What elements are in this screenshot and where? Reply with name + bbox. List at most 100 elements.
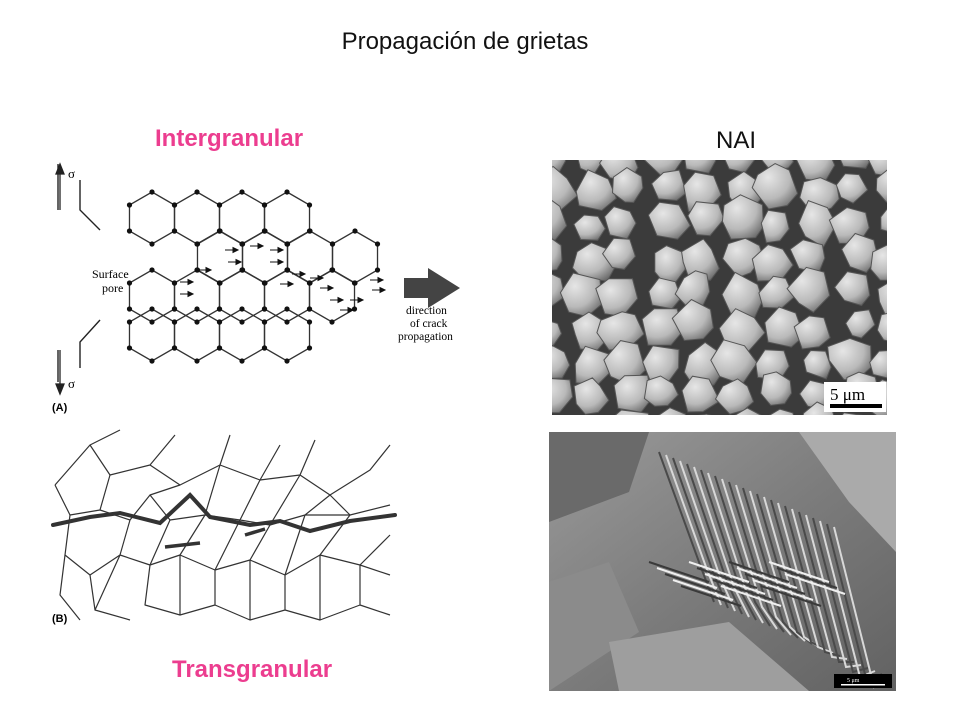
hex-grain (263, 308, 311, 362)
hex-grain (128, 269, 176, 323)
hexagon-grain-network (128, 191, 379, 362)
grain-facet (867, 160, 887, 177)
junction-node (126, 306, 133, 312)
junction-node (216, 280, 223, 286)
cleavage-river-line (664, 573, 726, 595)
surface-pore-label-1: Surface (92, 267, 129, 281)
junction-node (149, 358, 155, 364)
junction-node (261, 202, 268, 208)
junction-node (239, 319, 245, 325)
scale-bar-label-top: 5 μm (830, 385, 865, 404)
junction-node (216, 319, 223, 325)
cleavage-river-line (768, 561, 830, 583)
cleavage-river-line (648, 561, 710, 583)
grain-facet (552, 273, 566, 307)
junction-node (126, 280, 133, 286)
grain-facet (876, 312, 887, 342)
junction-node (149, 319, 155, 325)
junction-node (194, 306, 200, 312)
grain-facet (877, 283, 887, 320)
junction-node (126, 345, 133, 351)
junction-node (149, 306, 155, 312)
grain-facet (833, 271, 871, 307)
junction-node (216, 202, 223, 208)
cleavage-river-line (784, 573, 846, 595)
cleavage-river-line (656, 567, 718, 589)
cleavage-river-line (776, 567, 838, 589)
grain-facet (760, 371, 793, 406)
junction-node (149, 189, 155, 195)
scale-bar-label-bottom: 5 μm (847, 678, 860, 684)
cleavage-step (805, 514, 862, 669)
junction-node (374, 241, 381, 247)
grain-facet (614, 409, 650, 415)
junction-node (307, 228, 313, 234)
grain-facet (869, 350, 887, 379)
grain-facet (786, 266, 831, 313)
junction-node (284, 267, 290, 273)
cleavage-river-line (688, 561, 750, 583)
cleavage-river-line (712, 579, 774, 601)
hex-grain (218, 308, 266, 362)
flow-arrow-head (205, 266, 213, 274)
junction-node (306, 319, 313, 325)
cleavage-river-line (672, 579, 734, 601)
grain-facet (643, 375, 679, 407)
cleavage-river-line (696, 567, 758, 589)
hex-grain (128, 308, 176, 362)
grain-facet (803, 349, 832, 380)
cleavage-step (798, 511, 854, 663)
grain-facet (721, 194, 765, 240)
sem-transgranular-image: 5 μm (549, 432, 896, 691)
junction-node (171, 202, 178, 208)
grain-facet (734, 407, 762, 415)
grain-facet (671, 298, 714, 342)
slide-title: Propagación de grietas (341, 28, 589, 55)
grain-facet (722, 237, 764, 279)
junction-node (194, 241, 201, 247)
cleavage-step (735, 484, 792, 636)
grain-junction-nodes (126, 189, 381, 364)
nai-label: NAI (716, 127, 757, 154)
transgranular-label: Transgranular (172, 656, 333, 683)
sem-intergranular-image: 5 μm (552, 160, 887, 415)
flow-arrow-head (299, 270, 307, 278)
hex-grain (128, 191, 176, 245)
transgranular-diagram: (B) (51, 429, 397, 625)
junction-node (126, 202, 133, 208)
hex-grain (173, 191, 221, 245)
hex-grain (173, 308, 221, 362)
flow-arrow-head (357, 296, 365, 304)
flow-arrow-head (347, 306, 355, 314)
junction-node (149, 241, 155, 247)
grain-facet (650, 169, 687, 202)
junction-node (171, 345, 178, 351)
irregular-grain-boundaries (54, 429, 391, 621)
panel-a-label: (A) (52, 402, 68, 414)
junction-node (284, 319, 290, 325)
cleavage-river-line (736, 567, 798, 589)
scale-bar (830, 404, 882, 408)
junction-node (329, 267, 335, 273)
flow-arrow-head (187, 278, 195, 286)
cleavage-step (791, 508, 848, 660)
cleavage-step (707, 472, 764, 624)
intergranular-diagram: σ σ Surface pore direction of crack prop… (52, 162, 460, 414)
flow-arrow-head (287, 280, 295, 288)
hex-grain (331, 230, 379, 284)
grain-facet (793, 315, 831, 350)
big-propagation-arrow (404, 268, 460, 308)
cleavage-river-line (720, 585, 782, 607)
grain-facet (552, 378, 574, 414)
grain-facet (684, 160, 717, 174)
cleavage-step (777, 502, 834, 654)
junction-node (126, 228, 133, 234)
cleavage-steps (648, 451, 890, 689)
cleavage-step (728, 481, 785, 633)
junction-node (171, 228, 178, 234)
junction-node (194, 189, 200, 195)
junction-node (194, 319, 200, 325)
flow-arrow-head (232, 246, 240, 254)
flow-arrow-head (317, 274, 325, 282)
crack-flow-arrows (180, 242, 387, 314)
